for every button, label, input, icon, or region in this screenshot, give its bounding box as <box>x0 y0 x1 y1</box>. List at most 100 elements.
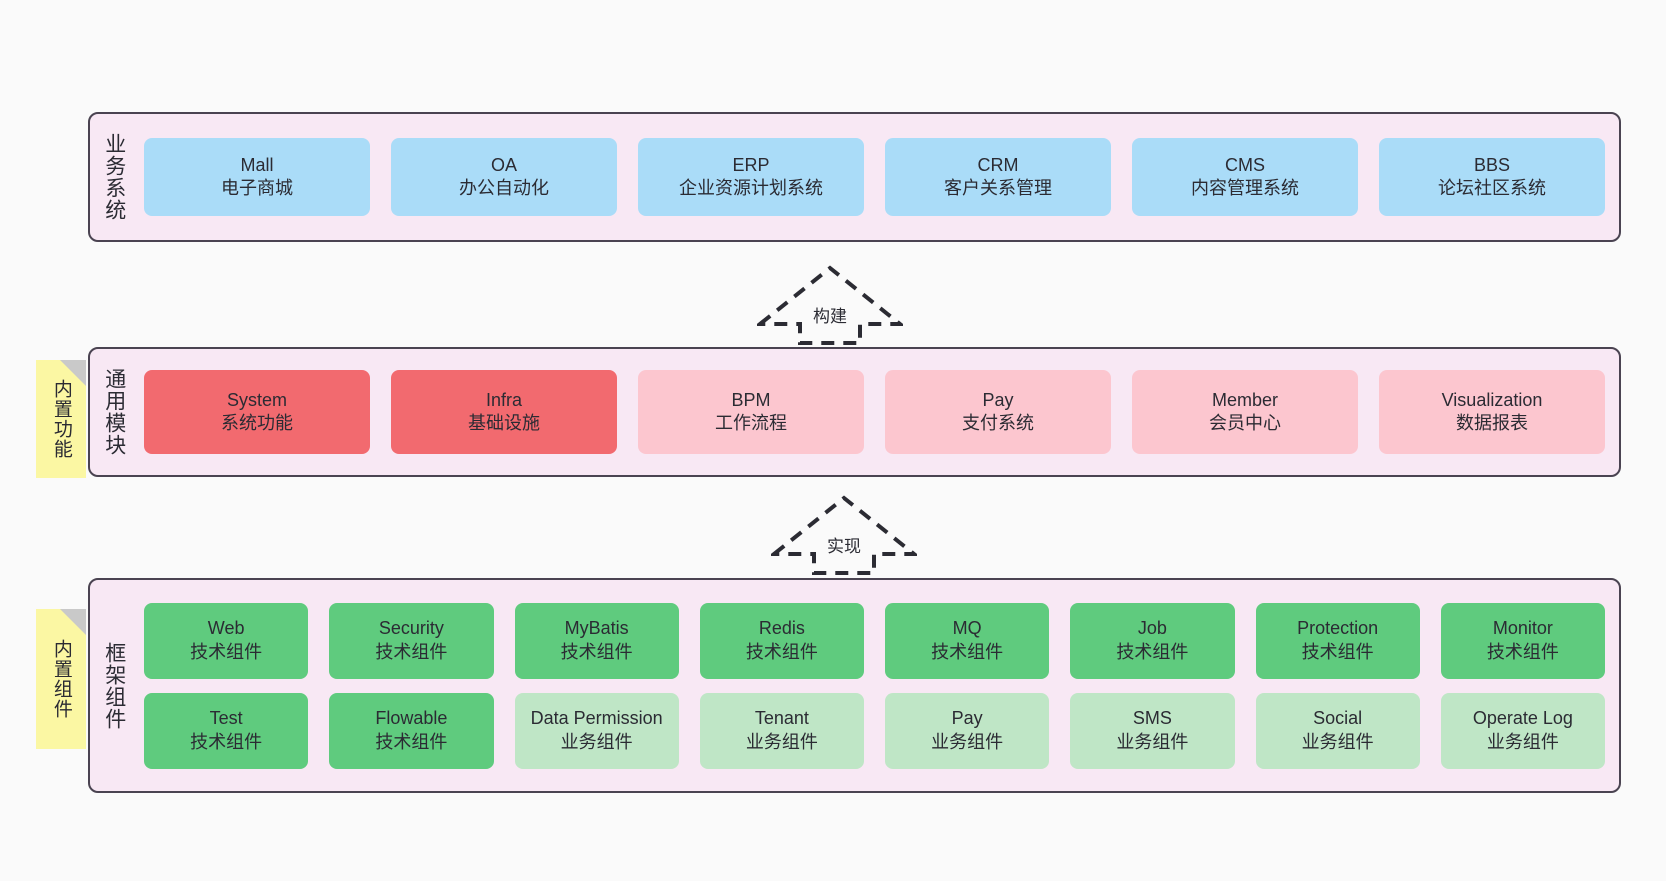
card-mybatis[interactable]: MyBatis 技术组件 <box>514 602 679 679</box>
card-title: System <box>226 389 287 410</box>
arrow-build: 构建 <box>757 262 903 346</box>
card-subtitle: 技术组件 <box>375 731 448 752</box>
card-title: SMS <box>1132 708 1172 729</box>
card-redis[interactable]: Redis 技术组件 <box>699 602 864 679</box>
layer-body-framework-components: Web 技术组件 Security 技术组件 MyBatis 技术组件 Redi… <box>138 580 1619 791</box>
card-title: MyBatis <box>564 618 629 639</box>
card-title: Security <box>378 618 444 639</box>
card-title: Data Permission <box>530 708 663 729</box>
card-tenant[interactable]: Tenant 业务组件 <box>699 692 864 769</box>
card-title: Flowable <box>375 708 448 729</box>
layer-framework-components: 框架组件 Web 技术组件 Security 技术组件 MyBatis 技术组件… <box>88 578 1621 793</box>
card-title: MQ <box>952 618 982 639</box>
card-monitor[interactable]: Monitor 技术组件 <box>1440 602 1605 679</box>
card-row: Mall 电子商城 OA 办公自动化 ERP 企业资源计划系统 CRM 客户关系… <box>144 138 1605 216</box>
card-row: System 系统功能 Infra 基础设施 BPM 工作流程 Pay 支付系统… <box>144 370 1605 454</box>
card-bpm[interactable]: BPM 工作流程 <box>638 370 864 454</box>
card-security[interactable]: Security 技术组件 <box>329 602 494 679</box>
card-row: Web 技术组件 Security 技术组件 MyBatis 技术组件 Redi… <box>144 602 1605 679</box>
layer-title-framework-components: 框架组件 <box>102 641 126 730</box>
card-title: Member <box>1211 389 1278 410</box>
card-subtitle: 业务组件 <box>560 731 633 752</box>
card-subtitle: 客户关系管理 <box>944 178 1052 198</box>
fold-corner-icon <box>60 360 86 386</box>
card-title: Pay <box>982 389 1014 410</box>
card-subtitle: 业务组件 <box>931 731 1004 752</box>
card-title: Web <box>207 618 245 639</box>
card-pay[interactable]: Pay 支付系统 <box>885 370 1111 454</box>
card-subtitle: 支付系统 <box>962 413 1034 433</box>
card-title: Redis <box>758 618 805 639</box>
card-data-permission[interactable]: Data Permission 业务组件 <box>514 692 679 769</box>
card-subtitle: 技术组件 <box>375 641 448 662</box>
arrow-implement: 实现 <box>771 492 917 576</box>
layer-body-common-modules: System 系统功能 Infra 基础设施 BPM 工作流程 Pay 支付系统… <box>138 349 1619 475</box>
card-subtitle: 系统功能 <box>221 413 293 433</box>
card-subtitle: 技术组件 <box>560 641 633 662</box>
card-subtitle: 工作流程 <box>715 413 787 433</box>
card-erp[interactable]: ERP 企业资源计划系统 <box>638 138 864 216</box>
card-subtitle: 业务组件 <box>1116 731 1189 752</box>
card-subtitle: 办公自动化 <box>459 178 549 198</box>
card-title: Job <box>1137 618 1167 639</box>
card-subtitle: 会员中心 <box>1209 413 1281 433</box>
card-job[interactable]: Job 技术组件 <box>1070 602 1235 679</box>
card-title: BPM <box>731 389 771 410</box>
layer-title-common-modules: 通用模块 <box>102 368 126 456</box>
card-title: ERP <box>732 154 770 175</box>
card-subtitle: 技术组件 <box>1486 641 1559 662</box>
card-subtitle: 技术组件 <box>1301 641 1374 662</box>
card-social[interactable]: Social 业务组件 <box>1255 692 1420 769</box>
arrow-build-label: 构建 <box>813 307 847 326</box>
card-mall[interactable]: Mall 电子商城 <box>144 138 370 216</box>
card-title: Mall <box>240 154 274 175</box>
card-subtitle: 电子商城 <box>221 178 293 198</box>
card-bbs[interactable]: BBS 论坛社区系统 <box>1379 138 1605 216</box>
card-title: Infra <box>485 389 523 410</box>
card-protection[interactable]: Protection 技术组件 <box>1255 602 1420 679</box>
card-subtitle: 业务组件 <box>745 731 818 752</box>
sticky-note-builtin-components: 内置组件 <box>36 609 86 749</box>
card-subtitle: 数据报表 <box>1456 413 1528 433</box>
card-title: Test <box>209 708 243 729</box>
card-subtitle: 业务组件 <box>1486 731 1559 752</box>
sticky-note-label: 内置组件 <box>50 639 72 719</box>
card-flowable[interactable]: Flowable 技术组件 <box>329 692 494 769</box>
card-subtitle: 基础设施 <box>468 413 540 433</box>
card-member[interactable]: Member 会员中心 <box>1132 370 1358 454</box>
sticky-note-label: 内置功能 <box>50 379 72 459</box>
card-subtitle: 技术组件 <box>190 641 263 662</box>
card-test[interactable]: Test 技术组件 <box>144 692 309 769</box>
card-subtitle: 技术组件 <box>931 641 1004 662</box>
card-subtitle: 业务组件 <box>1301 731 1374 752</box>
card-subtitle: 论坛社区系统 <box>1438 178 1546 198</box>
card-mq[interactable]: MQ 技术组件 <box>885 602 1050 679</box>
card-pay-business[interactable]: Pay 业务组件 <box>885 692 1050 769</box>
card-visualization[interactable]: Visualization 数据报表 <box>1379 370 1605 454</box>
layer-title-business-systems: 业务系统 <box>102 133 126 221</box>
card-crm[interactable]: CRM 客户关系管理 <box>885 138 1111 216</box>
card-title: CRM <box>977 154 1019 175</box>
card-title: Tenant <box>754 708 809 729</box>
fold-corner-icon <box>60 609 86 635</box>
card-title: Pay <box>951 708 983 729</box>
card-subtitle: 技术组件 <box>745 641 818 662</box>
card-row: Test 技术组件 Flowable 技术组件 Data Permission … <box>144 692 1605 769</box>
card-oa[interactable]: OA 办公自动化 <box>391 138 617 216</box>
card-sms[interactable]: SMS 业务组件 <box>1070 692 1235 769</box>
card-operate-log[interactable]: Operate Log 业务组件 <box>1440 692 1605 769</box>
card-system[interactable]: System 系统功能 <box>144 370 370 454</box>
card-title: Operate Log <box>1472 708 1573 729</box>
card-subtitle: 技术组件 <box>190 731 263 752</box>
arrow-implement-label: 实现 <box>827 537 861 556</box>
card-title: Social <box>1313 708 1363 729</box>
card-subtitle: 内容管理系统 <box>1191 178 1299 198</box>
card-subtitle: 技术组件 <box>1116 641 1189 662</box>
card-web[interactable]: Web 技术组件 <box>144 602 309 679</box>
card-cms[interactable]: CMS 内容管理系统 <box>1132 138 1358 216</box>
card-infra[interactable]: Infra 基础设施 <box>391 370 617 454</box>
layer-body-business-systems: Mall 电子商城 OA 办公自动化 ERP 企业资源计划系统 CRM 客户关系… <box>138 114 1619 240</box>
card-title: BBS <box>1473 154 1511 175</box>
card-title: CMS <box>1225 154 1265 175</box>
